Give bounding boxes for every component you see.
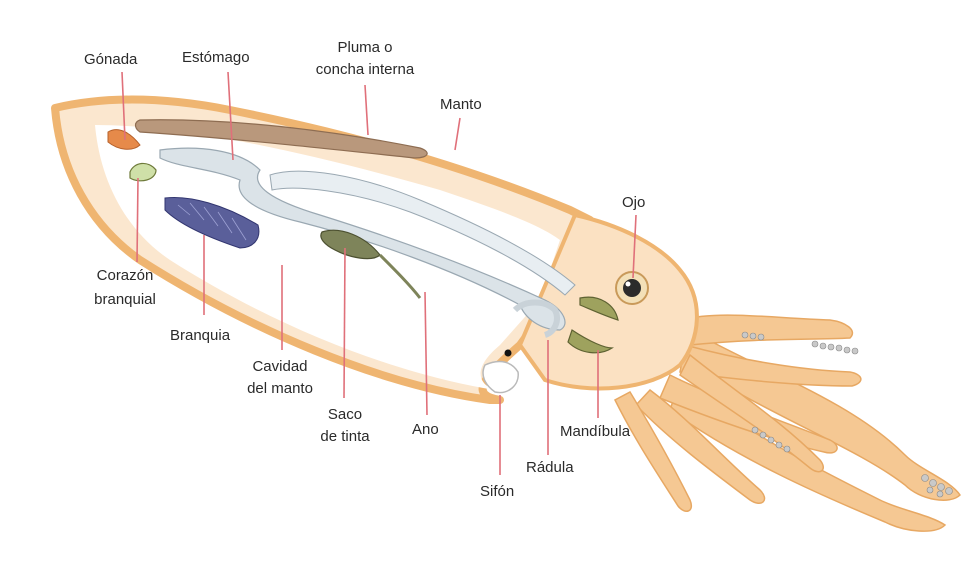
label-gonada: Gónada bbox=[84, 50, 137, 69]
leader-corazon bbox=[137, 178, 138, 262]
anus-dot bbox=[505, 350, 512, 357]
eye-highlight bbox=[626, 282, 631, 287]
leader-pluma bbox=[365, 85, 368, 135]
label-saco-line2: de tinta bbox=[300, 427, 390, 446]
label-corazon-line1: Corazón bbox=[75, 266, 175, 285]
leader-saco bbox=[344, 248, 345, 398]
leader-manto bbox=[455, 118, 460, 150]
label-pluma-line2: concha interna bbox=[305, 60, 425, 79]
eye-pupil bbox=[623, 279, 641, 297]
label-corazon-line2: branquial bbox=[75, 290, 175, 309]
label-pluma-line1: Pluma o bbox=[320, 38, 410, 57]
label-radula: Rádula bbox=[526, 458, 574, 477]
label-mandibula: Mandíbula bbox=[560, 422, 630, 441]
label-ano: Ano bbox=[412, 420, 439, 439]
label-estomago: Estómago bbox=[182, 48, 250, 67]
branchial-heart bbox=[130, 163, 156, 180]
label-cavidad-line2: del manto bbox=[230, 379, 330, 398]
label-saco-line1: Saco bbox=[305, 405, 385, 424]
label-cavidad-line1: Cavidad bbox=[230, 357, 330, 376]
label-manto: Manto bbox=[440, 95, 482, 114]
label-sifon: Sifón bbox=[480, 482, 514, 501]
label-ojo: Ojo bbox=[622, 193, 645, 212]
label-branquia: Branquia bbox=[170, 326, 230, 345]
arm-1 bbox=[680, 315, 852, 345]
